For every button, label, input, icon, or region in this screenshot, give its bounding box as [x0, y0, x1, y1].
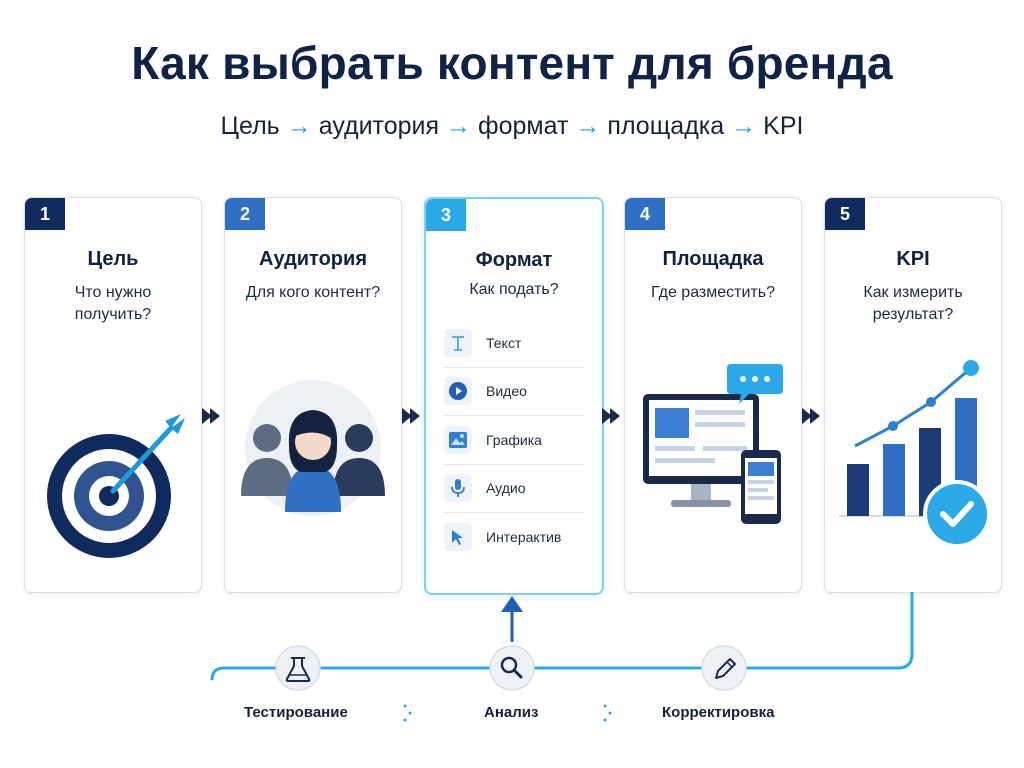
- list-item[interactable]: Интерактив: [444, 513, 584, 561]
- target-icon: [47, 414, 185, 558]
- card-question: Для кого контент?: [245, 284, 381, 301]
- feedback-loop: [210, 592, 914, 691]
- list-item[interactable]: Графика: [444, 416, 584, 465]
- devices-icon: [643, 364, 783, 524]
- card-kpi: 5 KPI Как измерить результат?: [824, 197, 1002, 593]
- card-title: Формат: [475, 249, 553, 271]
- list-item[interactable]: Видео: [444, 368, 584, 416]
- card-question: Что нужно получить?: [74, 284, 152, 323]
- format-label: Графика: [486, 431, 542, 448]
- card-title: Цель: [87, 248, 139, 270]
- page-title: Как выбрать контент для бренда: [131, 37, 893, 89]
- pencil-icon: [715, 658, 736, 679]
- chevron-right-icon: [403, 704, 412, 722]
- subtitle-flow: Цель→аудитория→формат→площадка→KPI: [0, 112, 1024, 141]
- growth-chart-icon: [839, 360, 991, 548]
- card-title: Площадка: [662, 248, 764, 270]
- text-icon: [444, 328, 472, 357]
- microphone-icon: [444, 474, 472, 503]
- arrow-right-icon: →: [575, 112, 601, 140]
- search-icon: [500, 656, 523, 679]
- step-badge: 5: [825, 198, 865, 230]
- card-platform: 4 Площадка Где разместить?: [624, 197, 802, 593]
- format-label: Интерактив: [486, 528, 562, 545]
- format-label: Аудио: [486, 480, 526, 497]
- card-question: Как подать?: [469, 281, 559, 298]
- step-badge: 2: [225, 198, 265, 230]
- card-question: Где разместить?: [651, 284, 775, 301]
- arrow-right-icon: [602, 408, 620, 424]
- format-label: Видео: [486, 383, 527, 400]
- cursor-icon: [444, 522, 472, 551]
- image-icon: [444, 425, 472, 454]
- flow-step: площадка: [607, 112, 725, 140]
- flow-step: Цель: [220, 112, 280, 140]
- card-format: 3 Формат Как подать? Текст Видео Графика…: [424, 197, 604, 595]
- loop-label-correction: Корректировка: [662, 704, 775, 721]
- card-title: Аудитория: [259, 248, 367, 270]
- loop-label-testing: Тестирование: [244, 704, 348, 721]
- arrow-right-icon: →: [731, 112, 757, 140]
- card-question: Как измерить результат?: [863, 284, 963, 323]
- flow-step: формат: [478, 112, 569, 140]
- list-item[interactable]: Текст: [444, 319, 584, 368]
- arrow-right-icon: [402, 408, 420, 424]
- arrow-right-icon: →: [446, 112, 472, 140]
- arrow-right-icon: [802, 408, 820, 424]
- chevron-right-icon: [603, 704, 612, 722]
- card-title: KPI: [896, 248, 930, 270]
- step-badge: 4: [625, 198, 665, 230]
- format-label: Текст: [486, 334, 522, 351]
- list-item[interactable]: Аудио: [444, 465, 584, 513]
- flow-step: аудитория: [318, 112, 440, 140]
- step-badge: 3: [426, 199, 466, 231]
- flask-icon: [285, 657, 311, 682]
- arrow-right-icon: [202, 408, 220, 424]
- card-audience: 2 Аудитория Для кого контент?: [224, 197, 402, 593]
- loop-label-analysis: Анализ: [484, 704, 539, 721]
- arrow-right-icon: →: [286, 112, 312, 140]
- card-goal: 1 Цель Что нужно получить?: [24, 197, 202, 593]
- video-icon: [444, 377, 472, 406]
- audience-icon: [241, 380, 385, 516]
- format-list: Текст Видео Графика Аудио Интерактив: [444, 319, 584, 561]
- flow-step: KPI: [763, 112, 804, 140]
- step-badge: 1: [25, 198, 65, 230]
